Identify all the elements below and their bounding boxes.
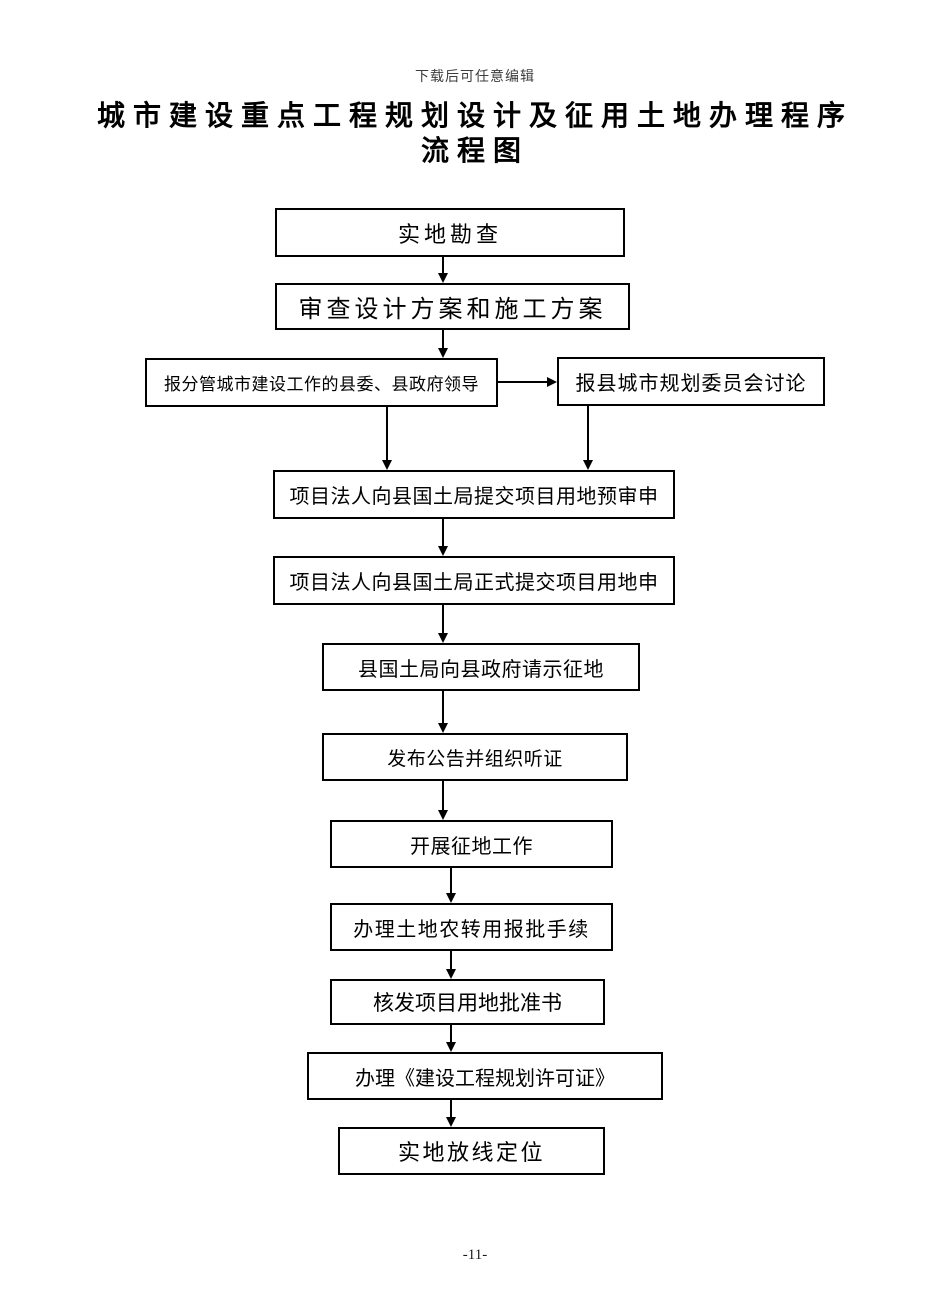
flow-node-site-layout: 实地放线定位 (338, 1127, 605, 1175)
flow-arrow-farmland-conversion-to-issue-approval (446, 951, 456, 979)
flow-node-review: 审查设计方案和施工方案 (275, 283, 630, 330)
flow-arrow-review-to-report-leaders (438, 330, 448, 358)
flow-node-carry-out-expropriation: 开展征地工作 (330, 820, 613, 868)
page-number: -11- (462, 1247, 488, 1263)
flow-arrow-request-expropriation-to-announce-hearing (438, 691, 448, 733)
page-title: 城市建设重点工程规划设计及征用土地办理程序流程图 (96, 100, 853, 166)
flow-arrow-planning-permit-to-site-layout (446, 1100, 456, 1127)
flow-node-farmland-conversion: 办理土地农转用报批手续 (330, 903, 613, 951)
flow-node-formal-application: 项目法人向县国土局正式提交项目用地申 (273, 556, 675, 605)
flow-arrow-report-committee-to-pre-application (583, 406, 593, 470)
flow-arrow-carry-out-to-farmland-conversion (446, 868, 456, 903)
flow-arrow-report-leaders-to-report-committee (498, 377, 557, 387)
flow-node-planning-permit: 办理《建设工程规划许可证》 (307, 1052, 663, 1100)
flow-arrow-formal-application-to-request-expropriation (438, 605, 448, 643)
flow-arrow-announce-hearing-to-carry-out (438, 781, 448, 820)
edit-watermark: 下载后可任意编辑 (415, 70, 535, 85)
flow-node-survey: 实地勘查 (275, 208, 625, 257)
flow-node-announce-hearing: 发布公告并组织听证 (322, 733, 628, 781)
flow-node-report-leaders: 报分管城市建设工作的县委、县政府领导 (145, 358, 498, 407)
flow-node-report-committee: 报县城市规划委员会讨论 (557, 357, 825, 406)
flow-arrow-survey-to-review (438, 257, 448, 283)
flow-arrow-pre-application-to-formal-application (438, 519, 448, 556)
flow-arrow-issue-approval-to-planning-permit (446, 1025, 456, 1052)
flow-node-issue-approval: 核发项目用地批准书 (330, 979, 605, 1025)
flow-node-request-expropriation: 县国土局向县政府请示征地 (322, 643, 640, 691)
flow-node-pre-application: 项目法人向县国土局提交项目用地预审申 (273, 470, 675, 519)
flow-arrow-report-leaders-to-pre-application (382, 407, 392, 470)
